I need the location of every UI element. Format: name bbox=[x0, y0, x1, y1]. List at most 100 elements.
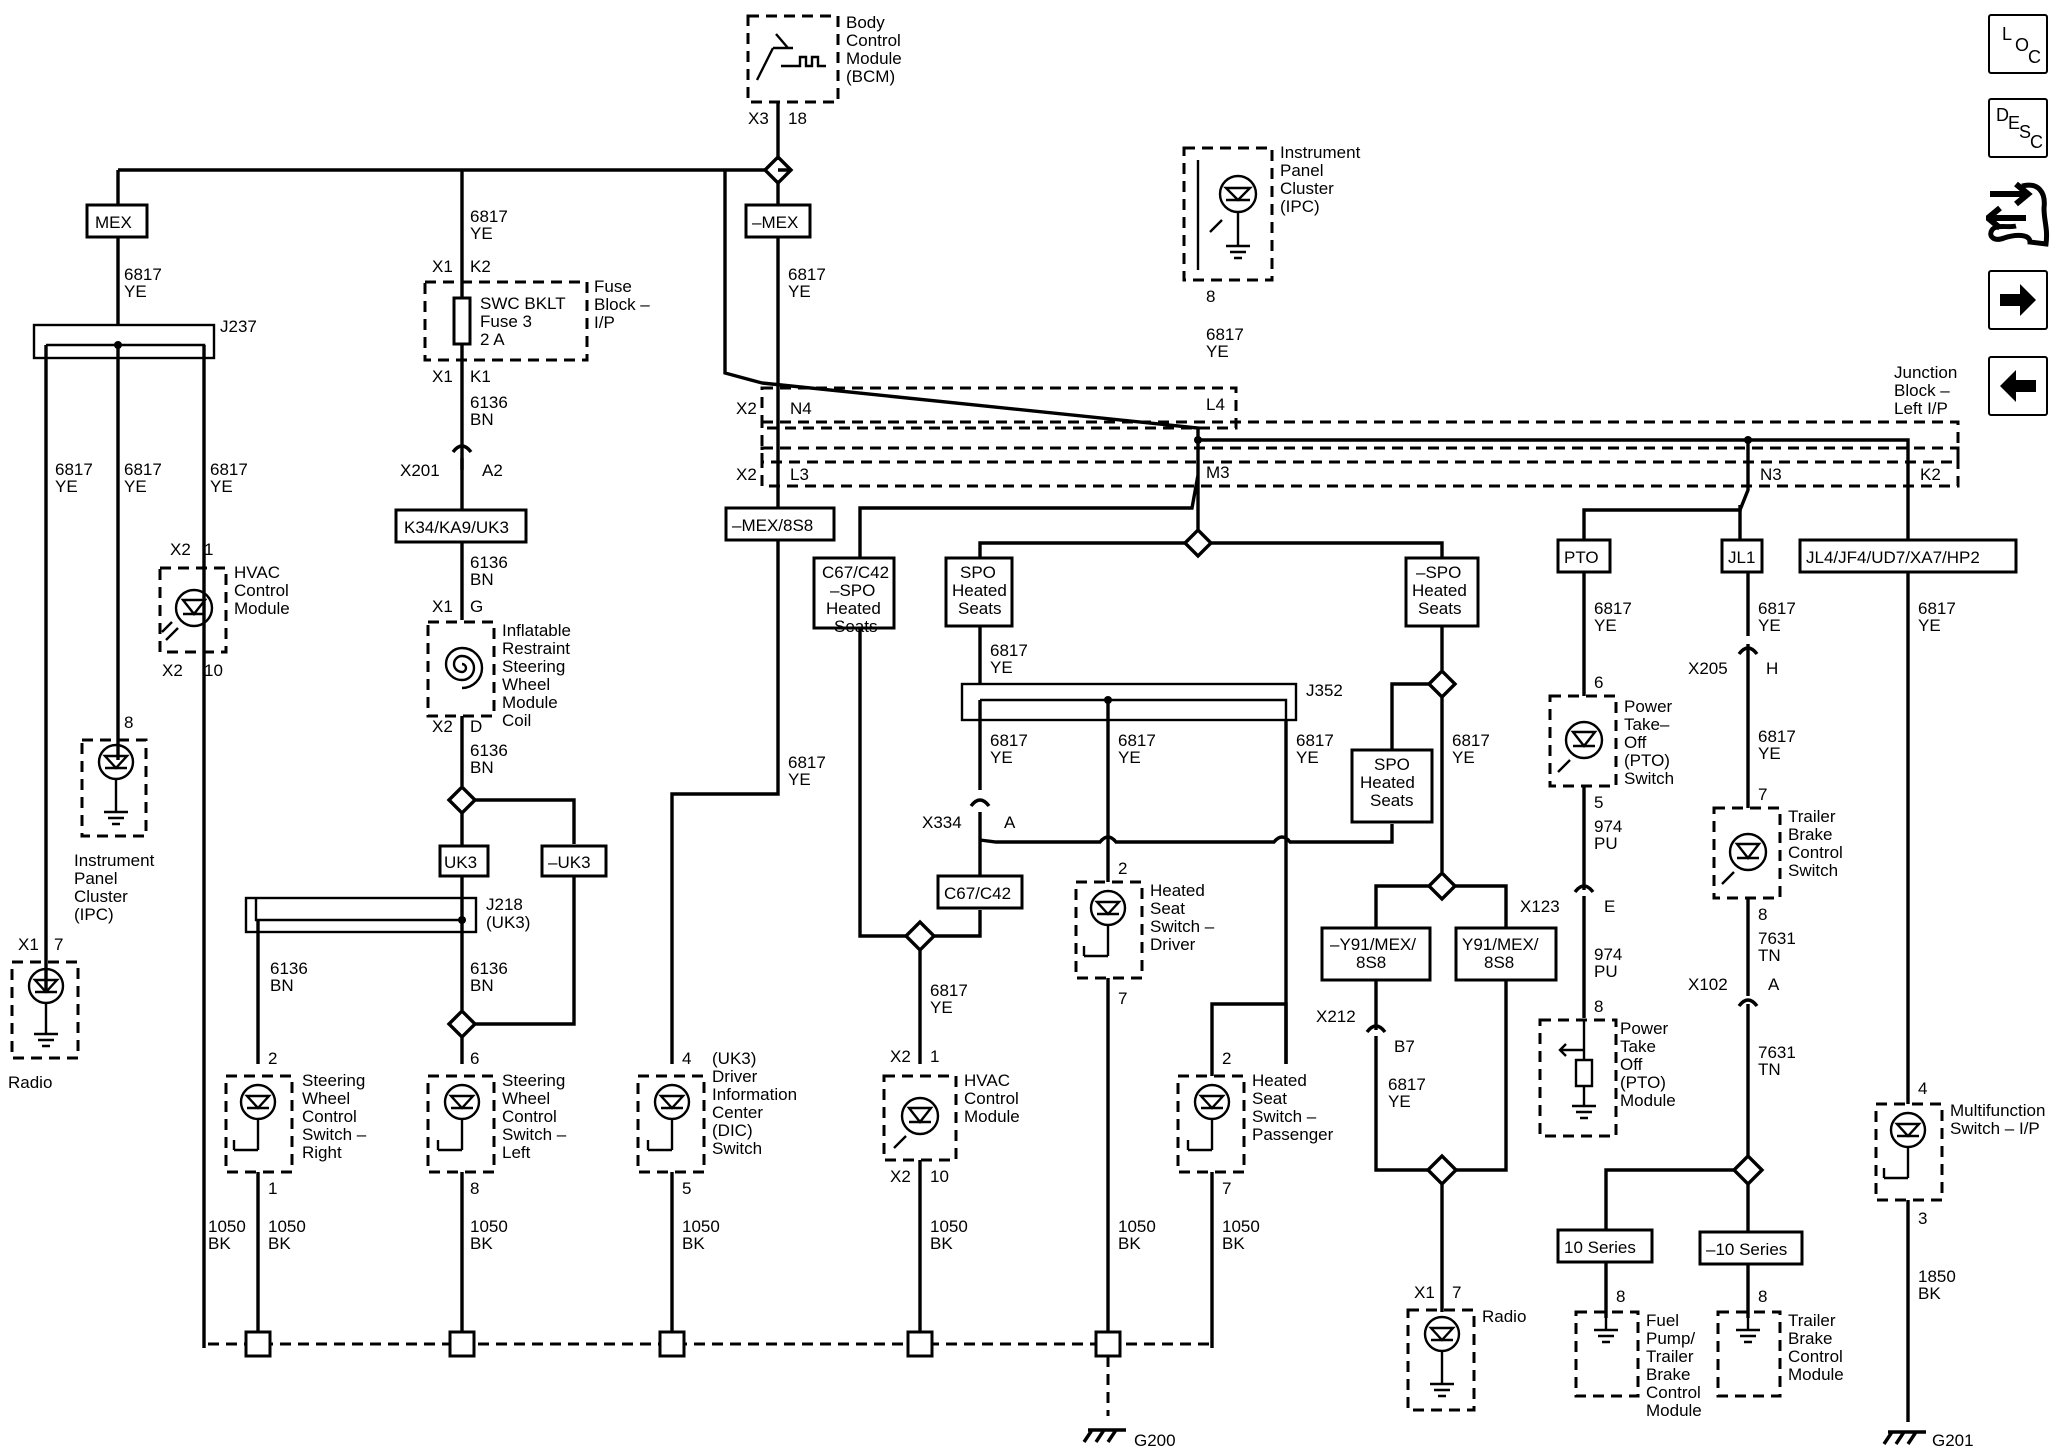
opt-label: –SPO bbox=[1416, 563, 1461, 582]
opt-label: Heated bbox=[1412, 581, 1467, 600]
forward-arrow-button[interactable] bbox=[1988, 270, 2048, 330]
desc-letter: S bbox=[2019, 122, 2032, 142]
jb-label: Left I/P bbox=[1894, 399, 1948, 418]
jb-pin: L4 bbox=[1206, 395, 1225, 414]
opt-uk3 bbox=[438, 844, 490, 878]
opt-n10series bbox=[1698, 1230, 1804, 1266]
pin: K2 bbox=[470, 257, 491, 276]
wire-color: BN bbox=[470, 758, 494, 777]
irs-label: Wheel bbox=[502, 675, 550, 694]
wire-code: 6817 bbox=[990, 731, 1028, 750]
dic-label: Switch bbox=[712, 1139, 762, 1158]
wire-code: 1850 bbox=[1918, 1267, 1956, 1286]
pin: G bbox=[470, 597, 483, 616]
wire-code: 6817 bbox=[1918, 599, 1956, 618]
opt-uk3-label: UK3 bbox=[444, 853, 477, 872]
opt-label: 8S8 bbox=[1484, 953, 1514, 972]
hvac-label: HVAC bbox=[964, 1071, 1010, 1090]
wire-code: 6817 bbox=[930, 981, 968, 1000]
wire-color: YE bbox=[788, 770, 811, 789]
tbcs-label: Trailer bbox=[1788, 807, 1836, 826]
swr-label: Switch – bbox=[302, 1125, 367, 1144]
wire-color: BN bbox=[270, 976, 294, 995]
ipc-top: Instrument Panel Cluster (IPC) 8 bbox=[1182, 143, 1361, 306]
opt-nuk3-label: –UK3 bbox=[548, 853, 591, 872]
opt-jl1 bbox=[1720, 538, 1764, 574]
wire-color: BK bbox=[682, 1234, 705, 1253]
wire-code: 974 bbox=[1594, 945, 1622, 964]
desc-letter: E bbox=[2008, 113, 2021, 133]
fptb-label: Brake bbox=[1646, 1365, 1690, 1384]
conn: X123 bbox=[1520, 897, 1560, 916]
bcm-conn: X3 bbox=[748, 109, 769, 128]
opt-pto-label: PTO bbox=[1564, 548, 1599, 567]
opt-y91 bbox=[1454, 926, 1558, 982]
tbcm-label: Trailer bbox=[1788, 1311, 1836, 1330]
wire-color: YE bbox=[1594, 616, 1617, 635]
ptom-label: Power bbox=[1620, 1019, 1669, 1038]
wire-code: 6817 bbox=[1388, 1075, 1426, 1094]
wire-color: YE bbox=[210, 477, 233, 496]
opt-label: 8S8 bbox=[1356, 953, 1386, 972]
opt-c67 bbox=[936, 874, 1024, 910]
swl-label: Switch – bbox=[502, 1125, 567, 1144]
wire-color: BK bbox=[1118, 1234, 1141, 1253]
wire-color: YE bbox=[1388, 1092, 1411, 1111]
wire-code: 6817 bbox=[210, 460, 248, 479]
swr-label: Control bbox=[302, 1107, 357, 1126]
ptom-label: Take bbox=[1620, 1037, 1656, 1056]
back-arrow-button[interactable] bbox=[1988, 356, 2048, 416]
multifunction-switch-ip: 4 3 Multifunction Switch – I/P bbox=[1874, 1079, 2045, 1228]
tbcm-label: Brake bbox=[1788, 1329, 1832, 1348]
wire-color: YE bbox=[1206, 342, 1229, 361]
j218-label: J218 bbox=[486, 895, 523, 914]
junction-block: X2 N4 L4 X2 L3 M3 N3 K2 Junction Block –… bbox=[736, 363, 1960, 488]
jb-pin: X2 bbox=[736, 399, 757, 418]
jb-label: Block – bbox=[1894, 381, 1950, 400]
pin: 4 bbox=[1918, 1079, 1927, 1098]
ipc-top-label: Cluster bbox=[1280, 179, 1334, 198]
wire-code: 6817 bbox=[1452, 731, 1490, 750]
wire-color: BN bbox=[470, 410, 494, 429]
wrench-arrows-icon[interactable] bbox=[1986, 178, 2052, 250]
opt-label: C67/C42 bbox=[822, 563, 889, 582]
fuse-label: Fuse 3 bbox=[480, 312, 532, 331]
opt-label: –SPO bbox=[830, 581, 875, 600]
bcm-pin: 18 bbox=[788, 109, 807, 128]
pin: 6 bbox=[1594, 673, 1603, 692]
desc-button[interactable]: D E S C bbox=[1988, 98, 2048, 158]
irs-label: Coil bbox=[502, 711, 531, 730]
wire-code: 6817 bbox=[124, 460, 162, 479]
pin: X2 bbox=[890, 1047, 911, 1066]
hvac-label: Control bbox=[234, 581, 289, 600]
opt-label: SPO bbox=[1374, 755, 1410, 774]
wire-color: YE bbox=[990, 658, 1013, 677]
opt-label: Heated bbox=[1360, 773, 1415, 792]
wire-code: 6817 bbox=[1296, 731, 1334, 750]
pin: 8 bbox=[124, 713, 133, 732]
wire-code: 1050 bbox=[1118, 1217, 1156, 1236]
jb-pin: L3 bbox=[790, 465, 809, 484]
wire-color: TN bbox=[1758, 946, 1781, 965]
wire-color: YE bbox=[1758, 616, 1781, 635]
opt-label: Heated bbox=[952, 581, 1007, 600]
loc-button[interactable]: L O C bbox=[1988, 14, 2048, 74]
tbcs-label: Control bbox=[1788, 843, 1843, 862]
wire-code: 1050 bbox=[268, 1217, 306, 1236]
pin: 5 bbox=[682, 1179, 691, 1198]
tbcm-label: Control bbox=[1788, 1347, 1843, 1366]
pin: 8 bbox=[1594, 997, 1603, 1016]
conn: X334 bbox=[922, 813, 962, 832]
wire-color: YE bbox=[1918, 616, 1941, 635]
pin: 8 bbox=[470, 1179, 479, 1198]
bcm-label-1: Body bbox=[846, 13, 885, 32]
wire-color: YE bbox=[55, 477, 78, 496]
conn: A bbox=[1768, 975, 1780, 994]
fptb-label: Fuel bbox=[1646, 1311, 1679, 1330]
loc-letter: C bbox=[2028, 47, 2041, 67]
hvac-label: HVAC bbox=[234, 563, 280, 582]
wire-code: 6817 bbox=[788, 753, 826, 772]
opt-n10series-label: –10 Series bbox=[1706, 1240, 1787, 1259]
opt-nmex bbox=[744, 203, 812, 239]
